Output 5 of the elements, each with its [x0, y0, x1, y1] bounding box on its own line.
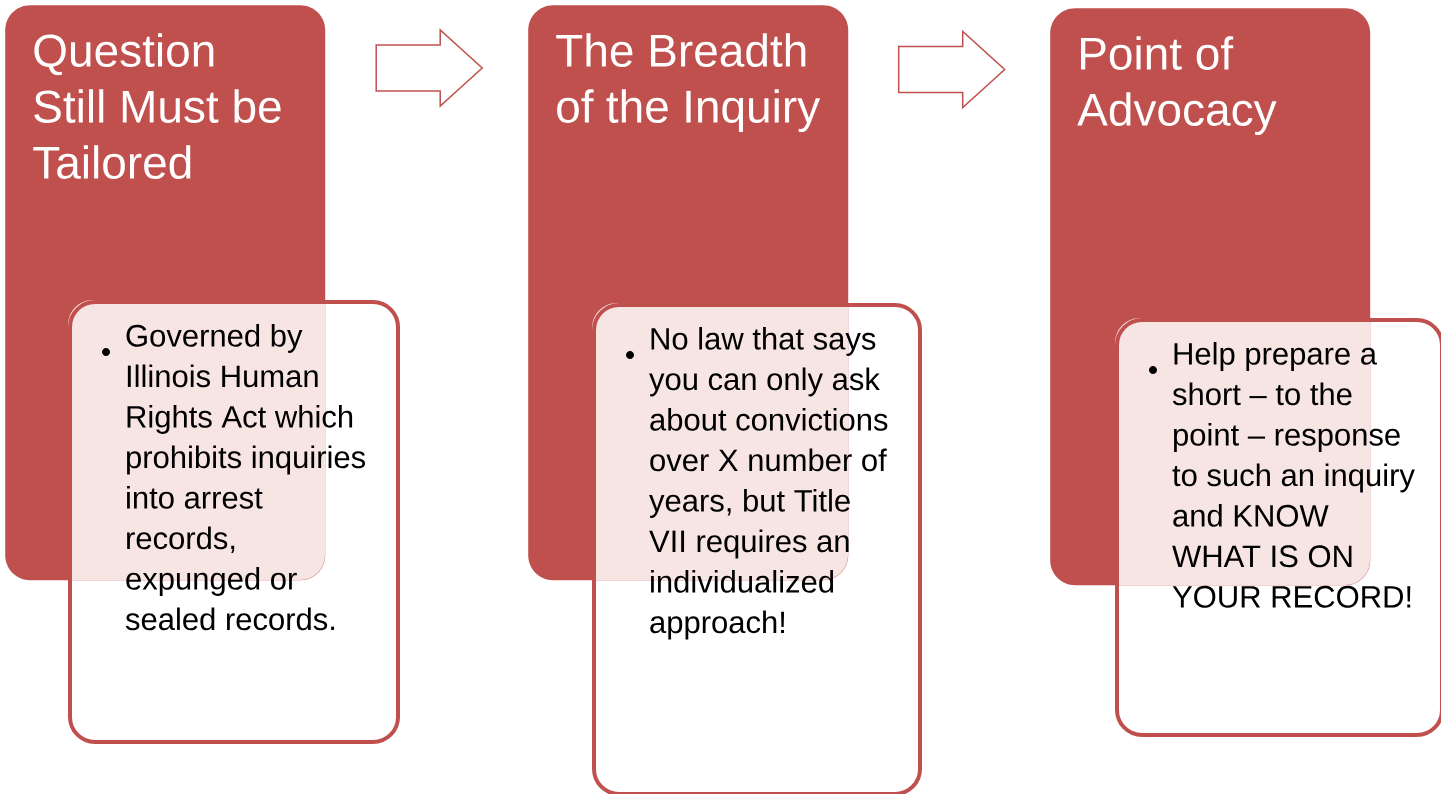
text-box: No law that says you can only ask about convictions over X number of years, but Title VII requires an individualized approach!	[592, 303, 922, 794]
block-arrow	[375, 28, 484, 108]
text-box: Help prepare a short – to the point – response to such an inquiry and KNOW WHAT IS ON YOUR RECORD!	[1115, 318, 1441, 737]
text-box: Governed by Illinois Human Rights Act which prohibits inquiries into arrest records, expunged or sealed records.	[68, 300, 400, 744]
block-arrow	[897, 29, 1006, 110]
